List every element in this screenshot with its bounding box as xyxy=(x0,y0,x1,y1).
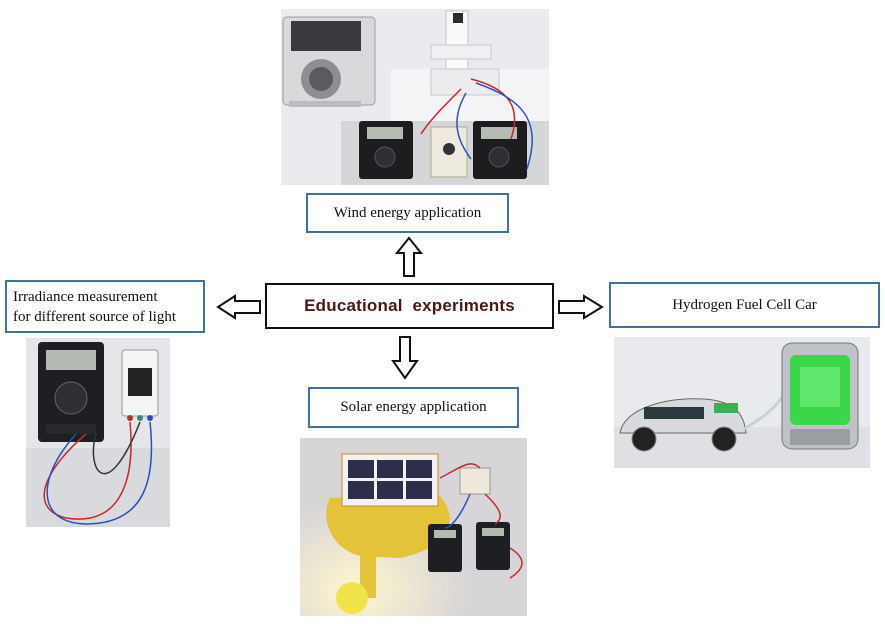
arrow-down-icon xyxy=(391,336,419,380)
solar-energy-label: Solar energy application xyxy=(340,399,487,415)
irradiance-experiment-photo xyxy=(26,338,170,527)
irradiance-box: Irradiance measurement for different sou… xyxy=(5,280,205,333)
irradiance-label-line2: for different source of light xyxy=(13,308,177,325)
wind-energy-box: Wind energy application xyxy=(306,193,509,233)
wind-experiment-photo xyxy=(281,9,549,185)
hydrogen-experiment-photo xyxy=(614,337,870,468)
arrow-left-icon xyxy=(216,294,261,320)
educational-experiments-label: Educational experiments xyxy=(304,296,515,315)
arrow-right-icon xyxy=(558,294,604,320)
arrow-up-icon xyxy=(394,236,424,277)
educational-experiments-box: Educational experiments xyxy=(265,283,554,329)
wind-energy-label: Wind energy application xyxy=(333,204,482,221)
solar-energy-box: Solar energy application xyxy=(308,387,519,428)
hydrogen-box: Hydrogen Fuel Cell Car xyxy=(609,282,880,328)
hydrogen-label: Hydrogen Fuel Cell Car xyxy=(672,296,817,313)
irradiance-label-line1: Irradiance measurement xyxy=(13,288,158,305)
solar-experiment-photo xyxy=(300,438,527,616)
